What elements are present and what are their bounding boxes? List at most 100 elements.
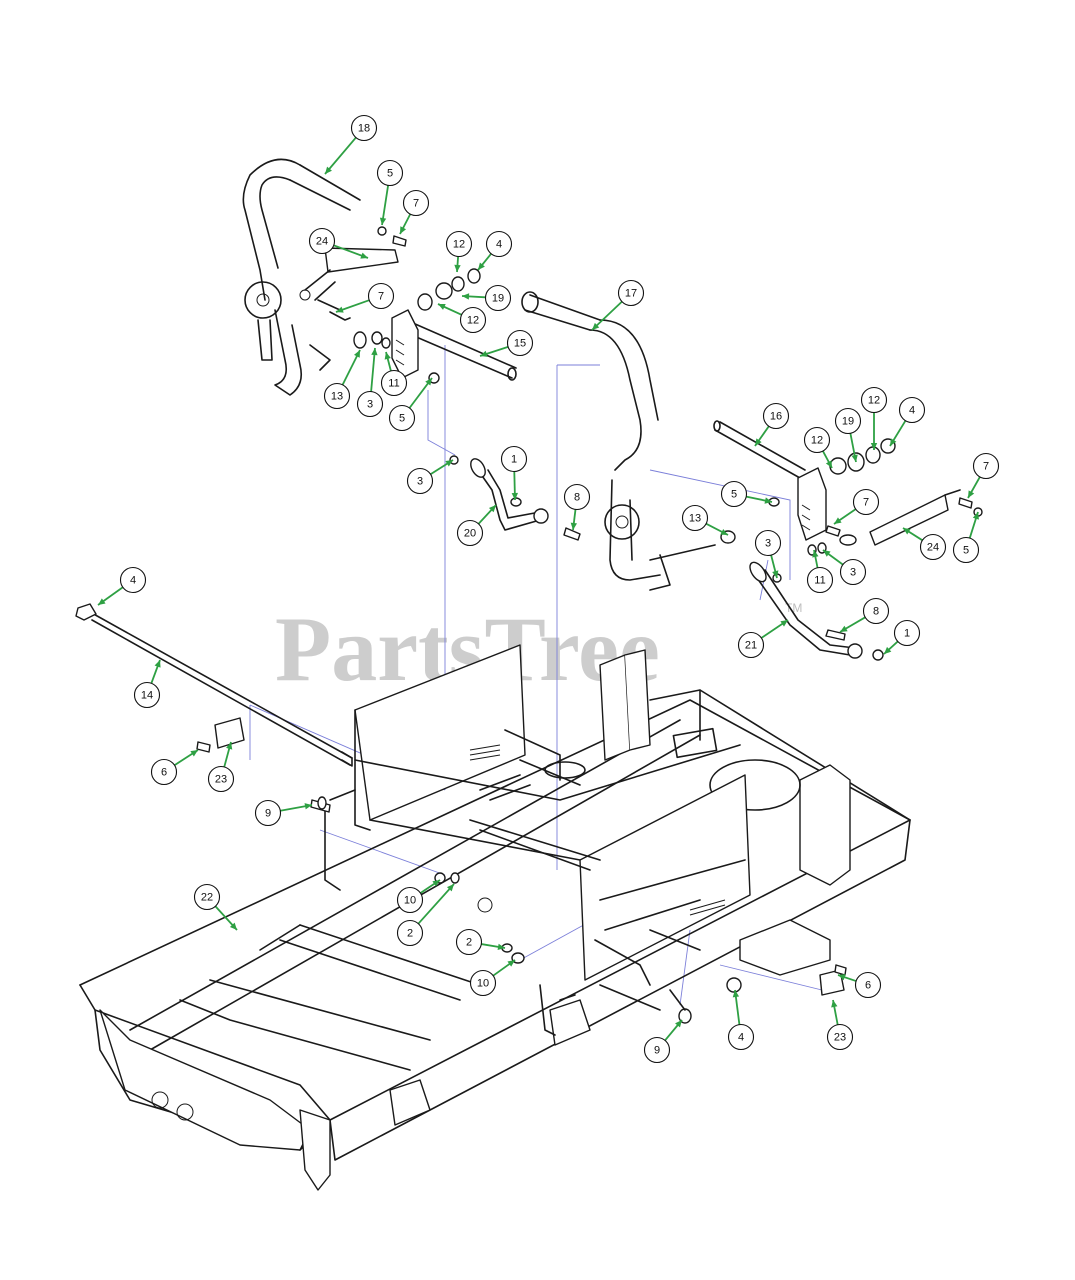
callout-arrowhead	[732, 990, 740, 998]
callout-arrowhead	[384, 352, 391, 360]
callout-arrowhead	[304, 803, 312, 810]
callout-8: 8	[563, 483, 591, 531]
callout-number: 23	[834, 1032, 846, 1044]
callout-arrowhead	[851, 454, 858, 462]
callout-arrowhead	[454, 264, 461, 272]
callout-10: 10	[469, 959, 516, 997]
callout-arrowhead	[764, 497, 772, 504]
callout-number: 11	[388, 378, 399, 390]
callout-3: 3	[406, 459, 454, 495]
callout-number: 9	[265, 808, 271, 820]
callout-bubble	[485, 230, 513, 258]
callout-bubble	[367, 282, 395, 310]
callout-number: 6	[161, 767, 167, 779]
callout-24: 24	[902, 527, 947, 561]
callout-leader	[417, 883, 455, 925]
callout-number: 10	[477, 978, 489, 990]
callout-number: 13	[689, 513, 701, 525]
callout-13: 13	[681, 504, 729, 536]
callout-bubble	[455, 928, 483, 956]
callout-number: 12	[467, 315, 479, 327]
callout-bubble	[459, 306, 487, 334]
callout-14: 14	[133, 659, 161, 709]
callout-number: 1	[511, 454, 517, 466]
callout-number: 10	[404, 895, 416, 907]
callout-bubble	[720, 480, 748, 508]
callout-5: 5	[952, 511, 980, 564]
callout-arrowhead	[400, 226, 407, 234]
callout-bubble	[396, 919, 424, 947]
callout-arrowhead	[968, 490, 975, 498]
callout-bubble	[469, 969, 497, 997]
callout-arrowhead	[592, 322, 600, 330]
callout-11: 11	[806, 549, 834, 594]
callout-16: 16	[754, 402, 790, 447]
callout-arrowhead	[903, 528, 911, 535]
callout-number: 16	[770, 411, 782, 423]
callout-arrowhead	[755, 438, 762, 446]
callout-arrowhead	[229, 922, 237, 930]
callout-19: 19	[834, 407, 862, 463]
callout-number: 7	[413, 198, 419, 210]
callout-18: 18	[324, 114, 378, 175]
callout-2: 2	[396, 883, 455, 947]
callout-arrowhead	[360, 252, 368, 259]
callout-4: 4	[477, 230, 513, 271]
callout-12: 12	[860, 386, 888, 450]
callout-bubble	[445, 230, 473, 258]
watermark: PartsTree TM	[275, 598, 802, 700]
callout-number: 12	[811, 435, 823, 447]
callout-bubble	[484, 284, 512, 312]
callout-1: 1	[883, 619, 921, 655]
callout-arrowhead	[831, 1000, 838, 1008]
callout-number: 1	[904, 628, 910, 640]
callout-7: 7	[967, 452, 1000, 499]
callout-arrowhead	[823, 550, 831, 557]
callout-24: 24	[308, 227, 369, 259]
callout-8: 8	[839, 597, 890, 633]
main-frame	[79, 689, 911, 1191]
callout-number: 9	[654, 1045, 660, 1057]
callout-number: 13	[331, 391, 343, 403]
frame-hardware	[196, 717, 847, 1024]
callout-bubble	[456, 519, 484, 547]
callout-number: 5	[963, 545, 969, 557]
callout-bubble	[563, 483, 591, 511]
callout-4: 4	[889, 396, 926, 447]
callout-arrowhead	[812, 550, 819, 558]
callout-bubble	[681, 504, 709, 532]
callout-arrowhead	[497, 943, 505, 951]
callout-arrowhead	[432, 880, 440, 887]
callout-number: 5	[387, 168, 393, 180]
callout-bubble	[133, 681, 161, 709]
callout-arrowhead	[325, 166, 332, 174]
callout-number: 5	[731, 489, 737, 501]
callout-arrowhead	[438, 304, 446, 310]
callout-17: 17	[591, 279, 645, 331]
callout-number: 8	[873, 606, 879, 618]
callout-13: 13	[323, 349, 361, 410]
callout-bubble	[919, 533, 947, 561]
callout-bubble	[376, 159, 404, 187]
callout-19: 19	[461, 284, 512, 312]
callout-arrowhead	[462, 293, 470, 300]
callout-number: 4	[496, 239, 502, 251]
callout-number: 11	[814, 575, 825, 587]
control-tower-assembly	[324, 644, 751, 1036]
callout-bubble	[762, 402, 790, 430]
callout-arrowhead	[570, 522, 578, 530]
callout-bubble	[500, 445, 528, 473]
left-steering-lever	[242, 158, 361, 396]
callout-bubble	[737, 631, 765, 659]
callout-bubble	[396, 886, 424, 914]
callout-arrowhead	[478, 262, 485, 270]
callout-23: 23	[826, 999, 854, 1051]
callout-3: 3	[754, 529, 782, 579]
callout-number: 20	[464, 528, 476, 540]
callout-number: 7	[378, 291, 384, 303]
callout-bubble	[952, 536, 980, 564]
callout-bubble	[754, 529, 782, 557]
callout-arrowhead	[154, 660, 161, 668]
callout-bubble	[893, 619, 921, 647]
